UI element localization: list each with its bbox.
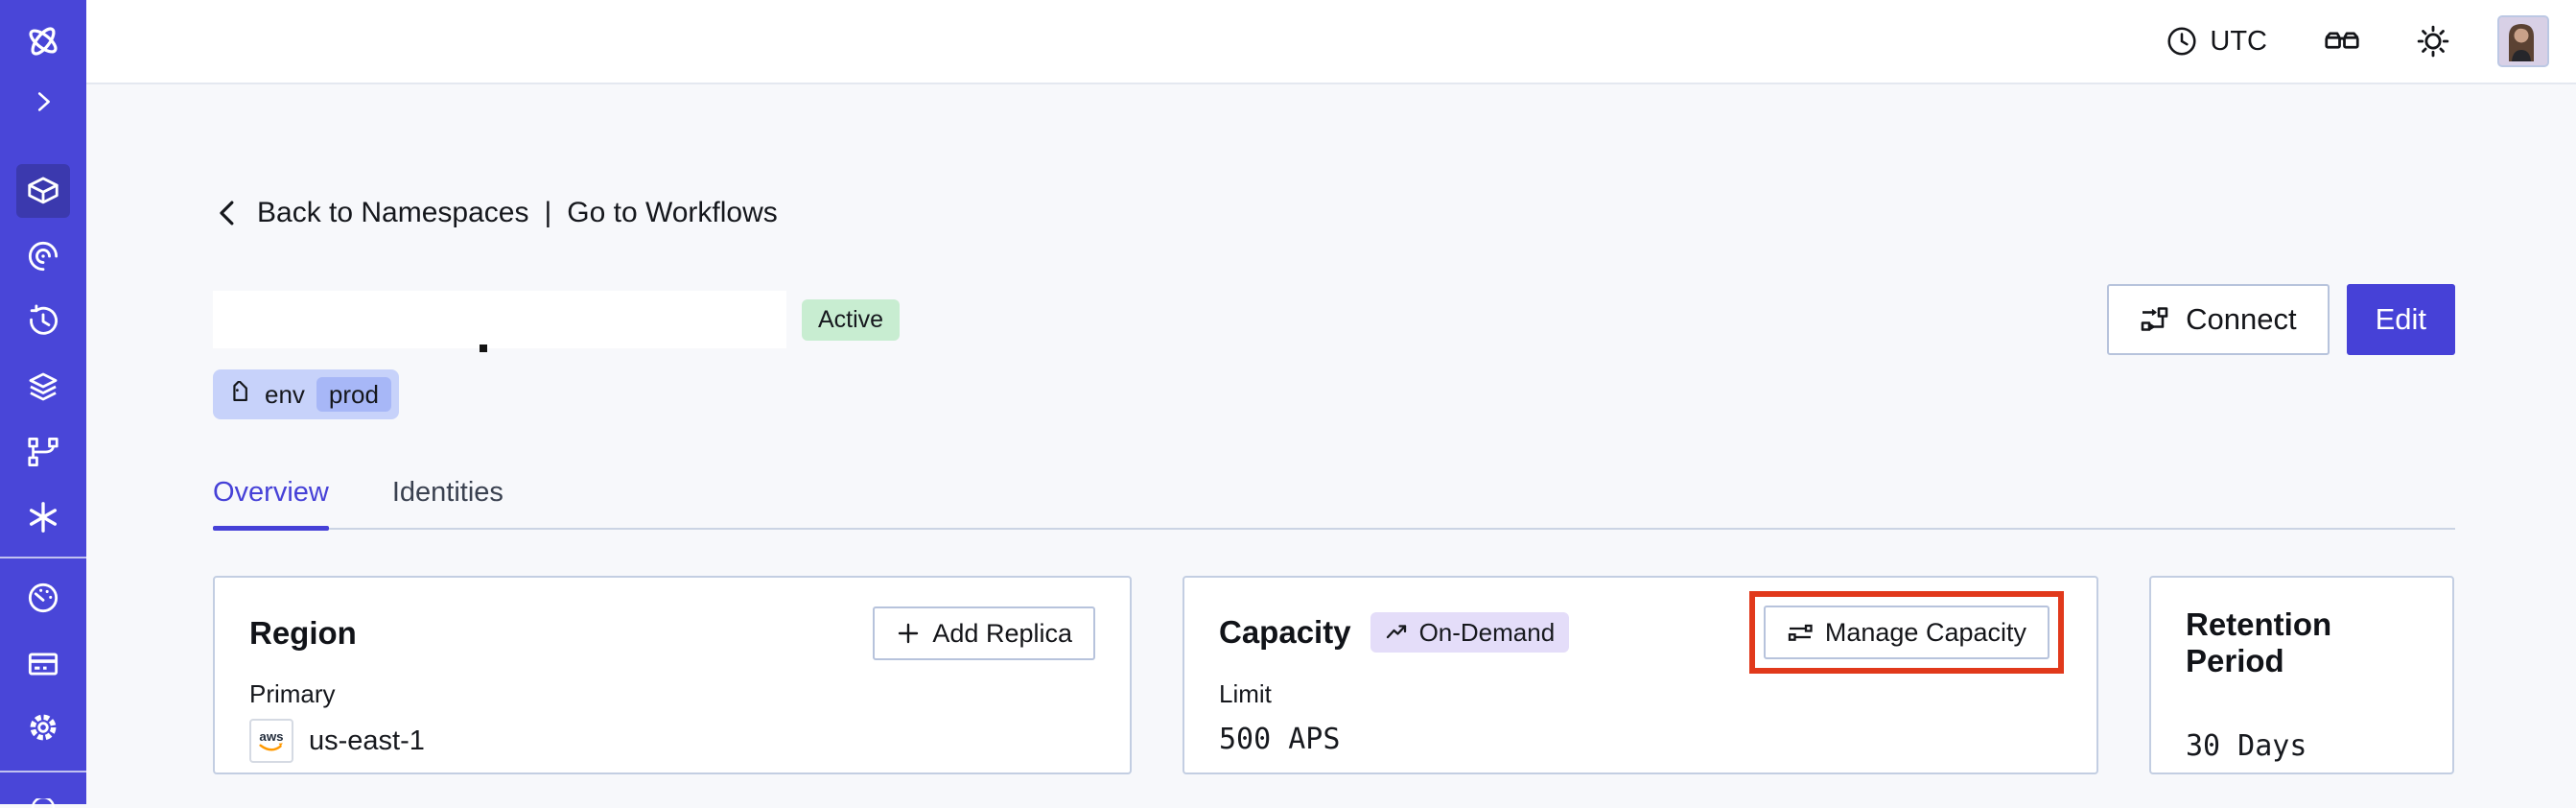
tabs: Overview Identities — [213, 477, 2455, 531]
theme-toggle-sun-icon[interactable] — [2415, 23, 2451, 59]
env-tag[interactable]: env prod — [213, 369, 399, 419]
sidebar-item-namespaces[interactable] — [16, 164, 70, 218]
sidebar-divider — [0, 771, 86, 772]
limit-label: Limit — [1219, 679, 1272, 708]
timezone-label: UTC — [2210, 25, 2267, 57]
svg-text:aws: aws — [259, 729, 283, 744]
sidebar — [0, 0, 86, 808]
tag-key-label: env — [265, 379, 305, 409]
manage-capacity-button[interactable]: Manage Capacity — [1763, 606, 2049, 659]
capacity-limit-value: 500 APS — [1219, 723, 1341, 756]
sidebar-item-clipped-icon[interactable] — [29, 798, 58, 808]
sidebar-item-schedules-icon[interactable] — [16, 295, 70, 348]
back-chevron-icon[interactable] — [213, 197, 242, 229]
timezone-selector[interactable]: UTC — [2166, 25, 2267, 58]
on-demand-badge: On-Demand — [1370, 612, 1570, 653]
sidebar-item-usage-icon[interactable] — [16, 571, 70, 625]
sidebar-item-billing-icon[interactable] — [16, 637, 70, 691]
redaction-artifact — [480, 345, 487, 352]
capacity-card: Capacity On-Demand — [1183, 576, 2098, 774]
sidebar-item-nexus-spiral-icon[interactable] — [16, 229, 70, 283]
region-value: us-east-1 — [309, 725, 425, 756]
retention-value: 30 Days — [2186, 729, 2307, 763]
tag-row: env prod — [213, 369, 2455, 419]
trend-up-icon — [1385, 620, 1410, 645]
manage-capacity-label: Manage Capacity — [1824, 617, 2026, 647]
add-replica-label: Add Replica — [932, 618, 1072, 648]
retention-card: Retention Period 30 Days — [2149, 576, 2454, 774]
sidebar-item-batch-operations-icon[interactable] — [16, 425, 70, 479]
topbar: UTC — [86, 0, 2576, 84]
cards-row: Region Add Replica Primary aw — [213, 576, 2455, 774]
tag-value-chip: prod — [316, 377, 391, 412]
tag-icon — [226, 381, 253, 408]
region-card: Region Add Replica Primary aw — [213, 576, 1132, 774]
aws-logo-icon: aws — [249, 719, 293, 763]
primary-label: Primary — [249, 679, 336, 708]
add-replica-button[interactable]: Add Replica — [873, 606, 1095, 660]
sliders-icon — [1787, 619, 1814, 646]
breadcrumb-back-to-namespaces[interactable]: Back to Namespaces — [257, 197, 529, 228]
plus-icon — [896, 621, 921, 646]
breadcrumb: Back to Namespaces | Go to Workflows — [213, 197, 2455, 229]
retention-card-title: Retention Period — [2186, 606, 2332, 678]
breadcrumb-separator: | — [544, 197, 552, 228]
capacity-card-title: Capacity — [1219, 614, 1351, 650]
temporal-logo-icon[interactable] — [16, 14, 70, 68]
sidebar-item-deployments-icon[interactable] — [16, 360, 70, 414]
on-demand-label: On-Demand — [1418, 618, 1556, 647]
connect-icon — [2140, 304, 2170, 335]
namespace-title-row: Active Connect — [213, 283, 2455, 356]
edit-button[interactable]: Edit — [2346, 284, 2455, 355]
connect-button-label: Connect — [2186, 302, 2297, 336]
tab-overview[interactable]: Overview — [213, 477, 329, 531]
sidebar-divider — [0, 557, 86, 558]
glasses-icon[interactable] — [2323, 22, 2361, 60]
sidebar-expand-chevron-icon[interactable] — [16, 75, 70, 129]
status-badge: Active — [802, 298, 901, 341]
sidebar-item-asterisk-icon[interactable] — [16, 490, 70, 544]
region-card-title: Region — [249, 615, 357, 651]
edit-button-label: Edit — [2375, 302, 2426, 336]
annotation-highlight-box: Manage Capacity — [1748, 591, 2064, 674]
user-avatar[interactable] — [2497, 15, 2549, 67]
clock-icon — [2166, 25, 2198, 58]
breadcrumb-go-to-workflows[interactable]: Go to Workflows — [567, 197, 778, 228]
sidebar-item-settings-gear-icon[interactable] — [16, 701, 70, 754]
tab-identities[interactable]: Identities — [391, 477, 503, 508]
main-content: Back to Namespaces | Go to Workflows Act… — [86, 84, 2576, 804]
connect-button[interactable]: Connect — [2107, 284, 2330, 355]
redacted-namespace-name — [213, 291, 786, 352]
